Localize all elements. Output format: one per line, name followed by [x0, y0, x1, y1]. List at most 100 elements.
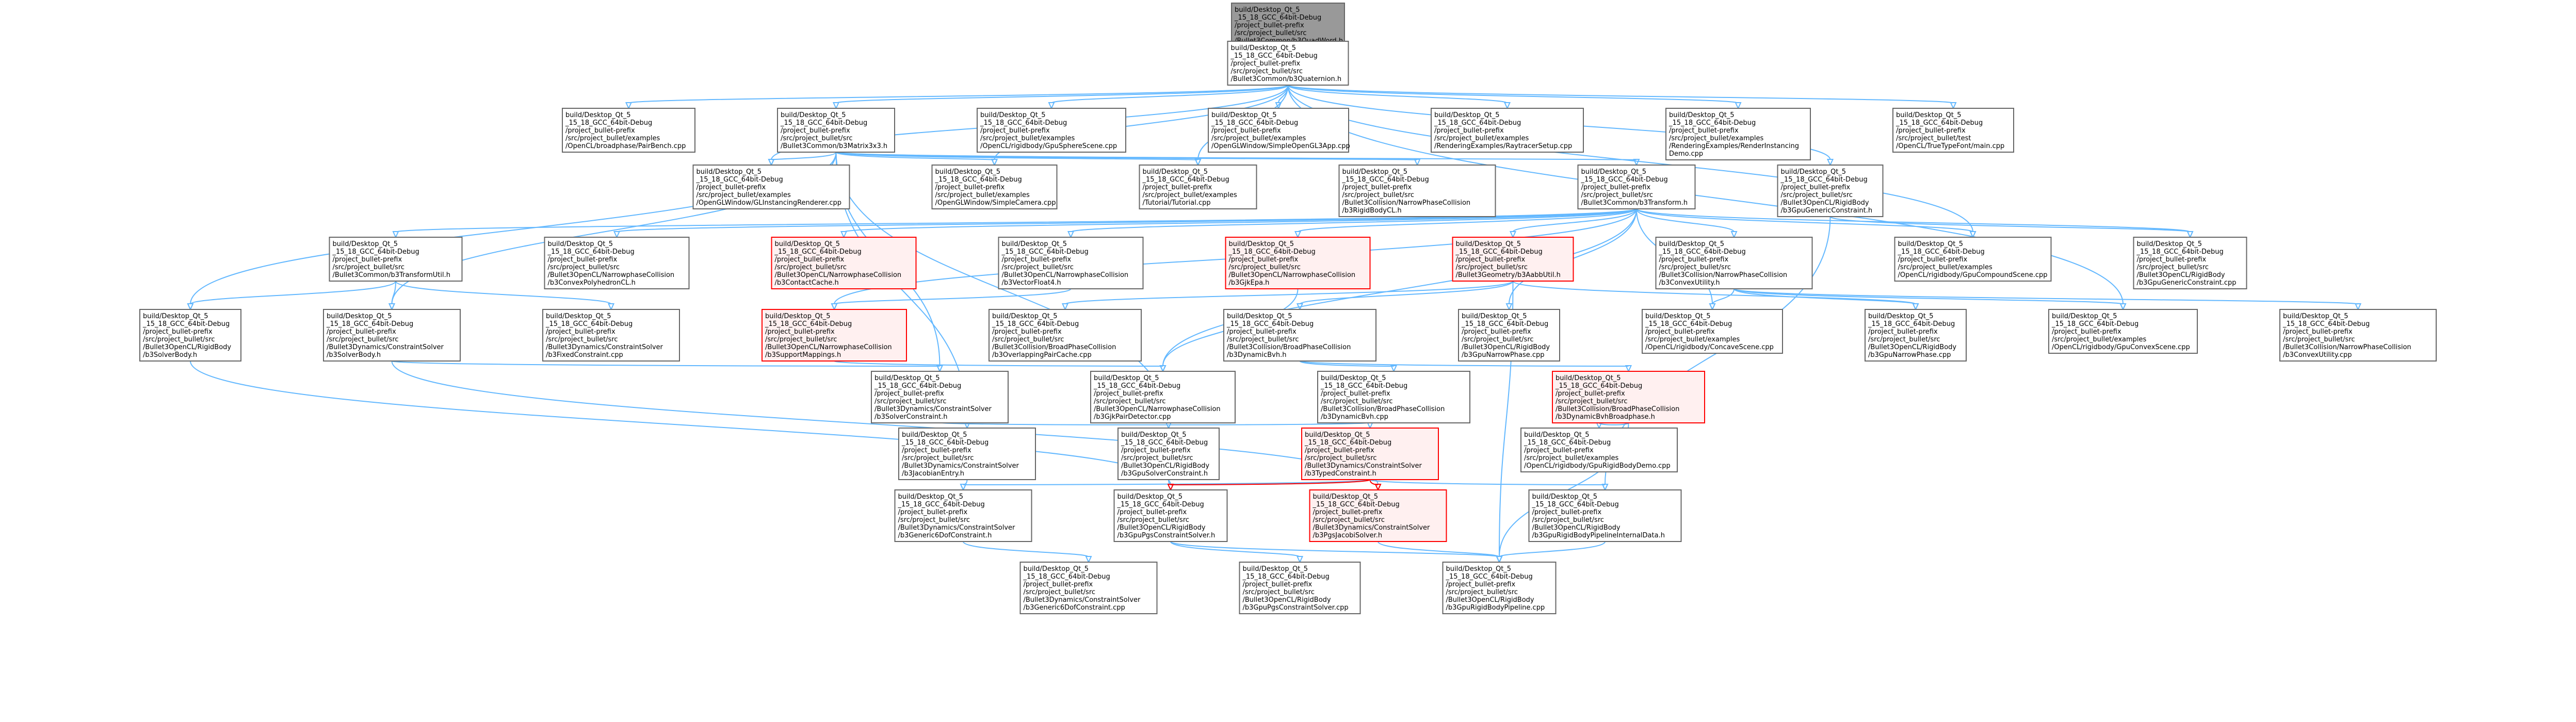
graph-node-n31[interactable]: build/Desktop_Qt_5_15_18_GCC_64bit-Debug… [1642, 309, 1783, 354]
graph-edge [616, 208, 1637, 233]
graph-node-n48[interactable]: build/Desktop_Qt_5_15_18_GCC_64bit-Debug… [1239, 562, 1361, 614]
graph-node-n10[interactable]: build/Desktop_Qt_5_15_18_GCC_64bit-Debug… [931, 165, 1058, 209]
graph-node-n21[interactable]: build/Desktop_Qt_5_15_18_GCC_64bit-Debug… [1655, 237, 1813, 289]
node-box [1520, 428, 1678, 472]
node-label-line: /src/project_bullet/src [898, 516, 970, 524]
node-label-line: /project_bullet-prefix [1211, 127, 1281, 135]
node-box [1317, 371, 1470, 423]
graph-node-n23[interactable]: build/Desktop_Qt_5_15_18_GCC_64bit-Debug… [2133, 237, 2247, 289]
graph-node-n41[interactable]: build/Desktop_Qt_5_15_18_GCC_64bit-Debug… [1301, 428, 1439, 480]
node-label-line: /src/project_bullet/src [546, 336, 618, 343]
node-label-line: build/Desktop_Qt_5 [1581, 168, 1647, 176]
graph-node-n22[interactable]: build/Desktop_Qt_5_15_18_GCC_64bit-Debug… [1894, 237, 2052, 282]
graph-node-n19[interactable]: build/Desktop_Qt_5_15_18_GCC_64bit-Debug… [1225, 237, 1371, 289]
node-label-line: _15_18_GCC_64bit-Debug [1895, 119, 1983, 127]
graph-node-n42[interactable]: build/Desktop_Qt_5_15_18_GCC_64bit-Debug… [1520, 428, 1678, 472]
graph-node-n8[interactable]: build/Desktop_Qt_5_15_18_GCC_64bit-Debug… [1892, 108, 2014, 153]
edge-arrowhead [1167, 484, 1174, 491]
node-box [1231, 3, 1345, 47]
node-label-line: /Bullet3OpenCL/RigidBody [1532, 524, 1621, 532]
graph-node-n47[interactable]: build/Desktop_Qt_5_15_18_GCC_64bit-Debug… [1019, 562, 1158, 614]
node-label-line: /project_bullet-prefix [1669, 127, 1739, 135]
node-label-line: /b3FixedConstraint.cpp [546, 351, 623, 359]
graph-node-n13[interactable]: build/Desktop_Qt_5_15_18_GCC_64bit-Debug… [1577, 165, 1696, 209]
graph-node-n27[interactable]: build/Desktop_Qt_5_15_18_GCC_64bit-Debug… [762, 309, 907, 362]
graph-node-n2[interactable]: build/Desktop_Qt_5_15_18_GCC_64bit-Debug… [562, 108, 695, 153]
graph-node-n26[interactable]: build/Desktop_Qt_5_15_18_GCC_64bit-Debug… [542, 309, 680, 362]
node-label-line: /src/project_bullet/src [1556, 398, 1628, 405]
node-label-line: /OpenGLWindow/SimpleOpenGL3App.cpp [1211, 142, 1350, 150]
node-label-line: /Bullet3Common/b3Transform.h [1581, 199, 1688, 207]
node-label-line: /project_bullet-prefix [2052, 328, 2121, 336]
graph-node-n16[interactable]: build/Desktop_Qt_5_15_18_GCC_64bit-Debug… [544, 237, 690, 289]
graph-node-n46[interactable]: build/Desktop_Qt_5_15_18_GCC_64bit-Debug… [1528, 489, 1682, 542]
node-label-line: /src/project_bullet/src [1243, 588, 1315, 596]
edge-arrowhead [991, 159, 998, 167]
node-label-line: /OpenGLWindow/SimpleCamera.cpp [935, 199, 1056, 207]
graph-node-n25[interactable]: build/Desktop_Qt_5_15_18_GCC_64bit-Debug… [323, 309, 461, 362]
graph-node-n35[interactable]: build/Desktop_Qt_5_15_18_GCC_64bit-Debug… [871, 371, 1009, 423]
graph-node-n14[interactable]: build/Desktop_Qt_5_15_18_GCC_64bit-Debug… [1777, 165, 1884, 217]
graph-node-n43[interactable]: build/Desktop_Qt_5_15_18_GCC_64bit-Debug… [894, 489, 1032, 542]
graph-node-n5[interactable]: build/Desktop_Qt_5_15_18_GCC_64bit-Debug… [1208, 108, 1350, 153]
edge-arrowhead [1390, 365, 1398, 373]
node-label-line: /src/project_bullet/src [1117, 516, 1190, 524]
graph-node-n15[interactable]: build/Desktop_Qt_5_15_18_GCC_64bit-Debug… [329, 237, 463, 282]
graph-node-n32[interactable]: build/Desktop_Qt_5_15_18_GCC_64bit-Debug… [1865, 309, 1967, 362]
graph-node-n37[interactable]: build/Desktop_Qt_5_15_18_GCC_64bit-Debug… [1317, 371, 1470, 423]
graph-node-n0[interactable]: build/Desktop_Qt_5_15_18_GCC_64bit-Debug… [1231, 3, 1345, 47]
graph-edge-n27-n36 [834, 360, 1167, 373]
graph-node-n18[interactable]: build/Desktop_Qt_5_15_18_GCC_64bit-Debug… [998, 237, 1144, 289]
graph-edge [1287, 85, 1954, 104]
graph-node-n6[interactable]: build/Desktop_Qt_5_15_18_GCC_64bit-Debug… [1431, 108, 1584, 153]
node-label-line: build/Desktop_Qt_5 [1227, 313, 1292, 320]
edge-arrowhead [840, 231, 848, 239]
node-label-line: /project_bullet-prefix [1229, 256, 1299, 264]
graph-edge [963, 541, 1089, 557]
graph-node-n7[interactable]: build/Desktop_Qt_5_15_18_GCC_64bit-Debug… [1665, 108, 1811, 160]
graph-edge [1512, 208, 1637, 233]
edge-arrowhead [2119, 303, 2127, 311]
node-label-line: /project_bullet-prefix [1002, 256, 1072, 264]
node-label-line: /b3DynamicBvhBroadphase.h [1556, 413, 1655, 421]
graph-node-n36[interactable]: build/Desktop_Qt_5_15_18_GCC_64bit-Debug… [1090, 371, 1236, 423]
graph-node-n30[interactable]: build/Desktop_Qt_5_15_18_GCC_64bit-Debug… [1458, 309, 1560, 362]
graph-node-n34[interactable]: build/Desktop_Qt_5_15_18_GCC_64bit-Debug… [2279, 309, 2437, 362]
edge-arrowhead [1067, 231, 1075, 239]
graph-node-n40[interactable]: build/Desktop_Qt_5_15_18_GCC_64bit-Debug… [1117, 428, 1220, 480]
graph-edge-n21-n34 [1733, 288, 2362, 311]
graph-node-n45[interactable]: build/Desktop_Qt_5_15_18_GCC_64bit-Debug… [1309, 489, 1447, 542]
graph-node-n11[interactable]: build/Desktop_Qt_5_15_18_GCC_64bit-Debug… [1139, 165, 1257, 209]
graph-node-n3[interactable]: build/Desktop_Qt_5_15_18_GCC_64bit-Debug… [777, 108, 895, 153]
graph-node-n49[interactable]: build/Desktop_Qt_5_15_18_GCC_64bit-Debug… [1442, 562, 1557, 614]
node-label-line: _15_18_GCC_64bit-Debug [1434, 119, 1521, 127]
node-label-line: build/Desktop_Qt_5 [1211, 111, 1277, 119]
graph-node-n44[interactable]: build/Desktop_Qt_5_15_18_GCC_64bit-Debug… [1113, 489, 1228, 542]
graph-node-n4[interactable]: build/Desktop_Qt_5_15_18_GCC_64bit-Debug… [977, 108, 1126, 153]
graph-node-n20[interactable]: build/Desktop_Qt_5_15_18_GCC_64bit-Debug… [1452, 237, 1574, 282]
graph-edge-n21-n31 [1709, 288, 1735, 311]
edge-arrowhead [1048, 102, 1055, 110]
node-label-line: /src/project_bullet/examples [1211, 135, 1306, 142]
graph-node-n38[interactable]: build/Desktop_Qt_5_15_18_GCC_64bit-Debug… [1552, 371, 1705, 423]
edge-arrowhead [1709, 303, 1716, 311]
node-box [771, 237, 917, 289]
node-label-line: _15_18_GCC_64bit-Debug [1234, 14, 1321, 22]
graph-node-n9[interactable]: build/Desktop_Qt_5_15_18_GCC_64bit-Debug… [692, 165, 850, 209]
graph-node-n39[interactable]: build/Desktop_Qt_5_15_18_GCC_64bit-Debug… [898, 428, 1036, 480]
node-label-line: _15_18_GCC_64bit-Debug [332, 248, 419, 256]
graph-node-n33[interactable]: build/Desktop_Qt_5_15_18_GCC_64bit-Debug… [2048, 309, 2198, 354]
node-label-line: /b3ConvexUtility.cpp [2283, 351, 2352, 359]
edge-arrowhead [1296, 303, 1304, 311]
node-label-line: /src/project_bullet/src [1456, 264, 1528, 271]
graph-node-n12[interactable]: build/Desktop_Qt_5_15_18_GCC_64bit-Debug… [1338, 165, 1496, 217]
edge-arrowhead [1969, 231, 1976, 239]
node-label-line: /project_bullet-prefix [1235, 22, 1304, 29]
node-label-line: /src/project_bullet/src [1659, 264, 1731, 271]
graph-node-n28[interactable]: build/Desktop_Qt_5_15_18_GCC_64bit-Debug… [989, 309, 1142, 362]
node-label-line: /src/project_bullet/test [1896, 135, 1971, 142]
graph-node-n17[interactable]: build/Desktop_Qt_5_15_18_GCC_64bit-Debug… [771, 237, 917, 289]
graph-node-n24[interactable]: build/Desktop_Qt_5_15_18_GCC_64bit-Debug… [139, 309, 241, 362]
graph-node-n1[interactable]: build/Desktop_Qt_5_15_18_GCC_64bit-Debug… [1227, 41, 1349, 86]
graph-node-n29[interactable]: build/Desktop_Qt_5_15_18_GCC_64bit-Debug… [1223, 309, 1376, 362]
